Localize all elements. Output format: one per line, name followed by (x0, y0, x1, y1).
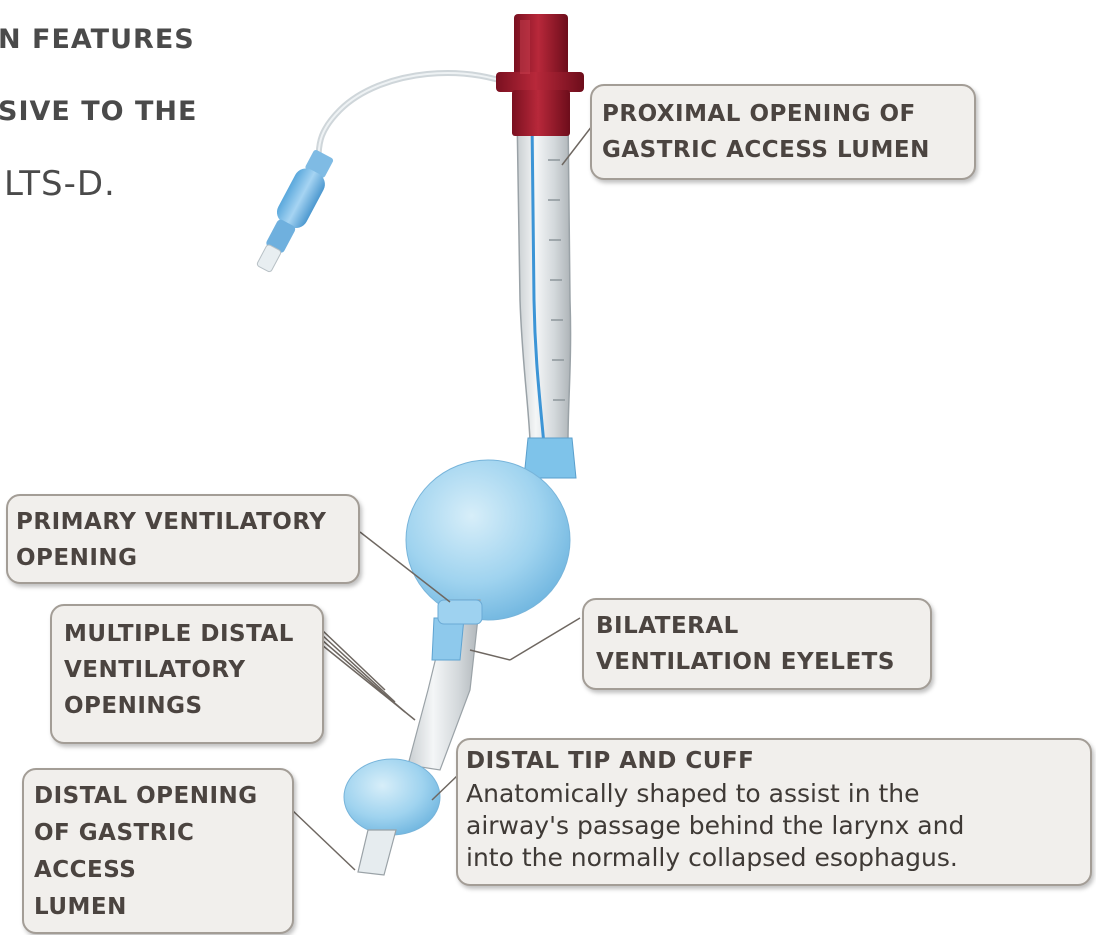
distal-cuff (344, 759, 440, 835)
callout-multiple-distal-openings: MULTIPLE DISTAL VENTILATORY OPENINGS (50, 604, 324, 744)
callout-distal-tip-and-cuff-description: Anatomically shaped to assist in the air… (466, 778, 1082, 874)
callout-distal-tip-and-cuff-title: DISTAL TIP AND CUFF (466, 744, 1082, 778)
proximal-cuff (406, 460, 570, 620)
callout-proximal-gastric-opening-title: PROXIMAL OPENING OF GASTRIC ACCESS LUMEN (602, 96, 962, 168)
callout-bilateral-ventilation-eyelets: BILATERAL VENTILATION EYELETS (582, 598, 932, 690)
callout-primary-ventilatory-opening-title: PRIMARY VENTILATORY OPENING (16, 504, 346, 576)
callout-distal-gastric-opening: DISTAL OPENING OF GASTRIC ACCESS LUMEN (22, 768, 294, 934)
callout-multiple-distal-openings-title: MULTIPLE DISTAL VENTILATORY OPENINGS (64, 616, 312, 724)
main-tube (517, 112, 571, 445)
callout-bilateral-ventilation-eyelets-title: BILATERAL VENTILATION EYELETS (596, 608, 920, 680)
callout-distal-gastric-opening-title: DISTAL OPENING OF GASTRIC ACCESS LUMEN (34, 778, 282, 926)
pilot-balloon-valve (249, 147, 338, 277)
distal-tip (358, 830, 396, 875)
callout-proximal-gastric-opening: PROXIMAL OPENING OF GASTRIC ACCESS LUMEN (590, 84, 976, 180)
callout-distal-tip-and-cuff: DISTAL TIP AND CUFF Anatomically shaped … (456, 738, 1092, 886)
callout-primary-ventilatory-opening: PRIMARY VENTILATORY OPENING (6, 494, 360, 584)
red-connector (496, 14, 584, 136)
